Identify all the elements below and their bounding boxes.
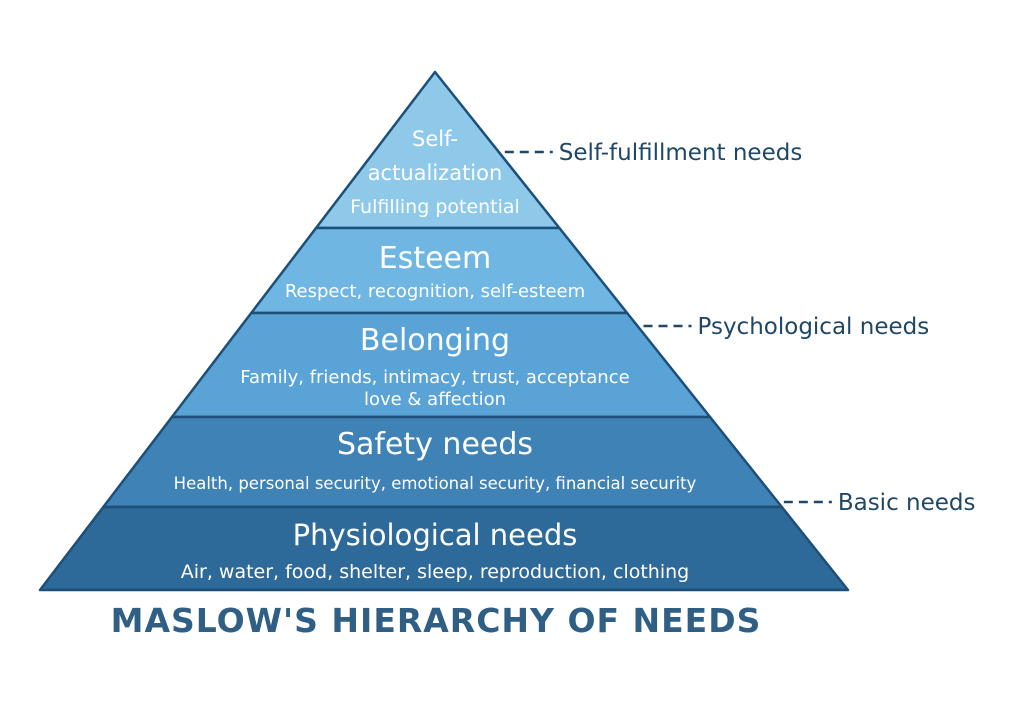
group-label-text: Self-fulfillment needs (559, 140, 803, 166)
tier-title: Esteem (379, 241, 492, 276)
tier-description: Family, friends, intimacy, trust, accept… (240, 367, 629, 388)
group-label-1: Self-fulfillment needs (504, 140, 803, 166)
group-label-text: Psychological needs (698, 314, 930, 340)
group-label-3: Basic needs (783, 490, 976, 516)
tier-title: Belonging (360, 323, 510, 358)
tier-title: actualization (368, 161, 503, 185)
tier-description: Air, water, food, shelter, sleep, reprod… (181, 561, 690, 583)
tier-title: Safety needs (337, 427, 533, 462)
tier-title: Self- (412, 127, 458, 151)
tier-description: Health, personal security, emotional sec… (174, 474, 697, 493)
tier-description: Respect, recognition, self-esteem (285, 281, 585, 302)
tier-description: Fulfilling potential (350, 196, 520, 218)
group-label-text: Basic needs (838, 490, 976, 516)
diagram-title: MASLOW'S HIERARCHY OF NEEDS (111, 601, 762, 640)
tier-shape (38, 505, 850, 592)
tier-title: Physiological needs (293, 518, 578, 552)
group-label-2: Psychological needs (643, 314, 930, 340)
tier-description: love & affection (364, 389, 506, 410)
